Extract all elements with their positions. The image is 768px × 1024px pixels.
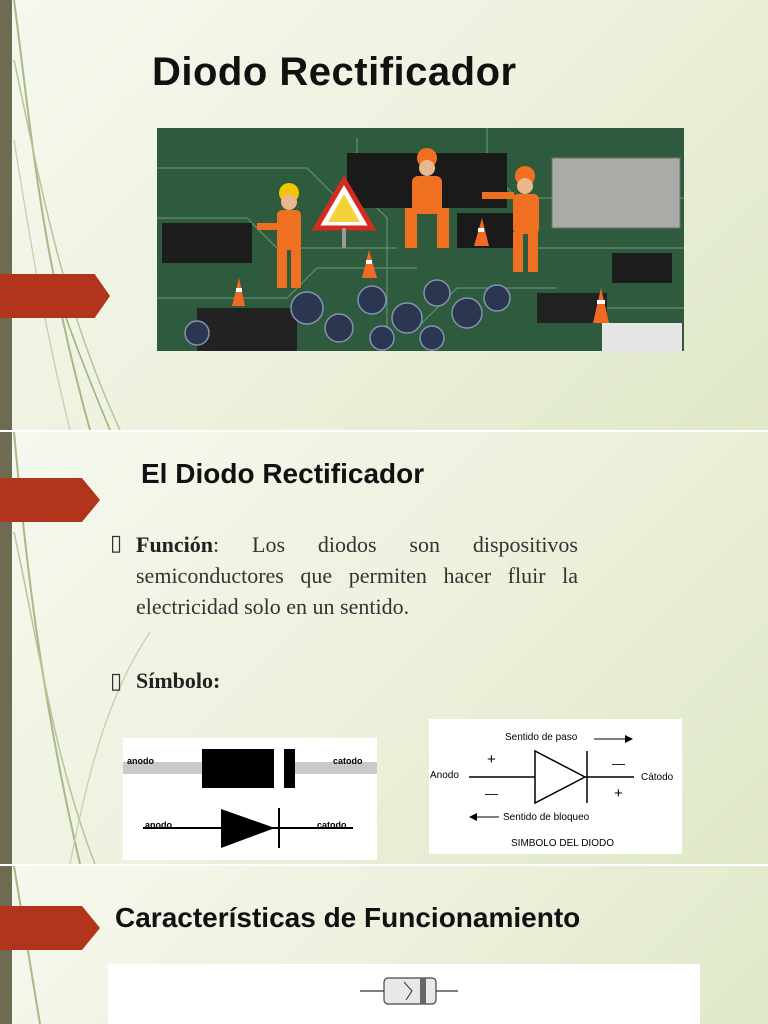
hollow-square-bullet-icon: ▯: [110, 530, 123, 555]
cathode-label: Cátodo: [641, 772, 674, 783]
anode-label: anodo: [127, 756, 154, 766]
cathode-plus-sign: +: [614, 785, 623, 802]
red-tab-marker: [0, 274, 110, 318]
diode-characteristics-figure: [108, 964, 700, 1024]
function-text: : Los diodos son dispositivos semiconduc…: [136, 532, 578, 619]
section-title: El Diodo Rectificador: [141, 458, 425, 489]
leaf-decoration: [13, 0, 121, 430]
cathode-minus-sign: —: [612, 756, 625, 771]
anode-label: anodo: [145, 820, 172, 830]
cathode-label: catodo: [317, 820, 347, 830]
red-tab-marker: [0, 906, 100, 950]
reverse-direction-label: Sentido de bloqueo: [503, 812, 590, 823]
slide-title: Diodo Rectificador: [152, 50, 517, 94]
function-label: Función: [136, 532, 214, 557]
slide-left-bar: [0, 0, 12, 430]
symbol-label: Símbolo:: [136, 668, 221, 693]
function-paragraph: Función: Los diodos son dispositivos sem…: [136, 529, 578, 622]
diode-symbol-figure: Sentido de paso Anodo Cátodo + — — + Sen…: [429, 719, 682, 854]
forward-direction-label: Sentido de paso: [505, 732, 578, 743]
slide-1: Diodo Rectificador: [0, 0, 768, 430]
slide-left-bar: [0, 432, 12, 864]
hollow-square-bullet-icon: ▯: [110, 668, 123, 693]
circuit-board-photo: [157, 128, 684, 351]
figure-caption: SIMBOLO DEL DIODO: [511, 838, 614, 849]
diode-package-figure: anodo catodo anodo catodo: [123, 738, 377, 860]
anode-label: Anodo: [430, 770, 459, 781]
anode-minus-sign: —: [485, 786, 498, 801]
anode-plus-sign: +: [487, 751, 496, 768]
section-title: Características de Funcionamiento: [115, 902, 581, 933]
cathode-label: catodo: [333, 756, 363, 766]
red-tab-marker: [0, 478, 100, 522]
